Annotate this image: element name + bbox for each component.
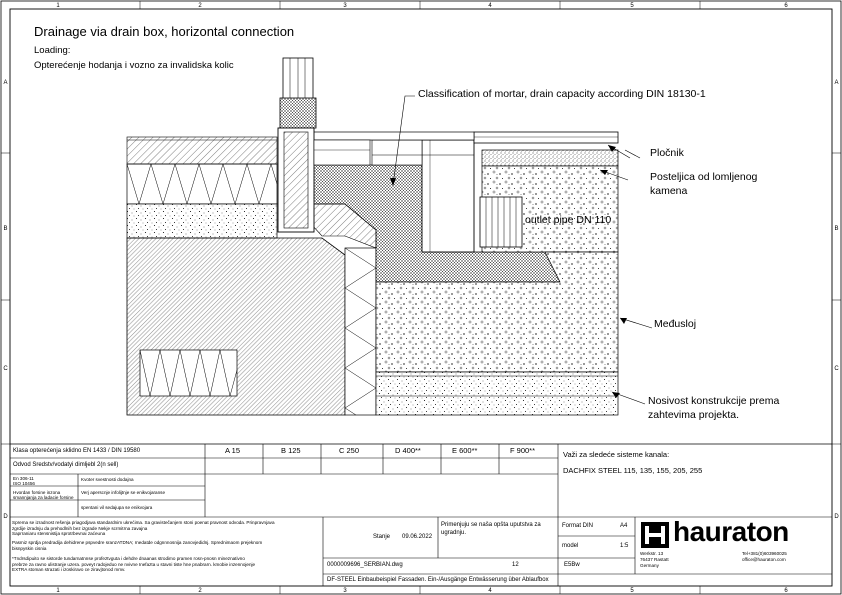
- callout-posteljica-2: kamena: [650, 185, 688, 197]
- stanje-date: 09.06.2022: [402, 534, 433, 540]
- note-line-3: Saprraniaru stensnistija sprotrbevnai za…: [12, 531, 106, 536]
- drain-box: [421, 139, 475, 253]
- sheet-number: 12: [512, 562, 519, 568]
- model-value: 1:5: [620, 543, 629, 549]
- grid-col-6-top: 6: [784, 3, 788, 9]
- load-bearing-layer: [375, 371, 619, 416]
- hauraton-logo-text: hauraton: [673, 516, 789, 547]
- spec-a2: ISO 10456: [13, 481, 35, 486]
- spec-d: Verj aperscnje infolijtnje se enikvojara…: [81, 490, 166, 495]
- grid-row-b-left: B: [3, 226, 7, 232]
- row2-label: Odvod Sredstv/vodatyi dimljebl 2(n sell): [13, 462, 119, 468]
- insulation-top: [126, 163, 278, 205]
- load-class-label: Klasa opterećenja sklidno EN 1433 / DIN …: [13, 448, 141, 454]
- top-membrane: [126, 136, 278, 165]
- note-line-7: prebrze za ravno ulistranje uzera. povey…: [12, 561, 256, 567]
- note-line-4: Pasmiz sprdja predradija dehidrene pspve…: [12, 540, 263, 545]
- outlet-pipe: [479, 196, 523, 248]
- company-address-1: Werkstr. 13: [640, 551, 664, 556]
- load-class-d400: D 400**: [395, 446, 421, 455]
- grid-col-2-bottom: 2: [198, 588, 202, 594]
- callout-posteljica-1: Posteljica od lomljenog: [650, 171, 758, 183]
- grid-col-4-bottom: 4: [488, 588, 492, 594]
- systems-list: DACHFIX STEEL 115, 135, 155, 205, 255: [563, 466, 703, 475]
- spec-c2: smannjanja za ladacie forsine: [13, 495, 74, 500]
- loading-label: Loading:: [34, 45, 71, 56]
- grid-col-3-bottom: 3: [343, 588, 347, 594]
- leader-arrows: [390, 145, 627, 398]
- grid-row-c-left: C: [3, 366, 8, 372]
- grid-row-b-right: B: [834, 226, 838, 232]
- note-line-1: Sprema se izradnost rešenja priagodjava …: [12, 520, 275, 525]
- load-class-e600: E 600**: [452, 446, 478, 455]
- callout-nosivost-2: zahtevima projekta.: [648, 409, 740, 421]
- grid-row-a-right: A: [834, 80, 838, 86]
- load-class-a15: A 15: [225, 446, 241, 455]
- load-class-f900: F 900**: [510, 446, 536, 455]
- format-value: A4: [620, 523, 628, 529]
- note-line-8: EXTRA stoman strazati i izoskiravo ce zi…: [12, 567, 126, 572]
- callout-medusloj: Međusloj: [654, 318, 697, 330]
- grid-col-1-bottom: 1: [56, 588, 60, 594]
- drawing-footer: DF-STEEL Einbaubeispiel Fassaden. Ein-/A…: [327, 577, 549, 583]
- format-label: Format DIN: [562, 523, 594, 529]
- spec-a1: En 306-11: [13, 476, 34, 481]
- company-email: office@hauraton.com: [742, 557, 786, 562]
- grid-col-3-top: 3: [343, 3, 347, 9]
- load-class-c250: C 250: [339, 446, 360, 455]
- grid-col-6-bottom: 6: [784, 588, 788, 594]
- note-line-5: bisnpyskin cisnia: [12, 545, 47, 551]
- grid-row-c-right: C: [834, 366, 839, 372]
- paving: [481, 149, 619, 167]
- spec-b: Kvoter svestnosti dodajna: [81, 477, 134, 482]
- installation-hint: Primenjuju se naša opšta uputstva za ugr…: [441, 522, 541, 536]
- sheet-size: E5Bw: [564, 562, 580, 568]
- load-class-b125: B 125: [281, 446, 301, 455]
- cross-section: [126, 57, 619, 416]
- spec-e: spentani vil sedajupa se enikvojara: [81, 505, 153, 510]
- hauraton-logo-icon: [641, 522, 669, 548]
- callout-mortar: Classification of mortar, drain capacity…: [418, 88, 706, 100]
- grid-row-a-left: A: [3, 80, 7, 86]
- applies-label: Važi za sledeće sisteme kanala:: [563, 450, 670, 459]
- grid-col-1-top: 1: [56, 3, 60, 9]
- drawing-number: 0000009696_SERBIAN.dwg: [327, 562, 403, 568]
- callout-nosivost-1: Nosivost konstrukcije prema: [648, 395, 780, 407]
- note-line-2: zgrdije izradnju da prehodlnih bez izgra…: [12, 525, 148, 531]
- drawing-title: Drainage via drain box, horizontal conne…: [34, 24, 295, 39]
- concrete-slab-left: [126, 203, 278, 239]
- title-block-grid: [10, 444, 832, 586]
- company-address-3: Germany: [640, 563, 659, 568]
- spec-c1: Hvordan forsine inzona: [13, 490, 61, 495]
- grid-row-d-left: D: [3, 514, 8, 520]
- grid-col-2-top: 2: [198, 3, 202, 9]
- grid-col-4-top: 4: [488, 3, 492, 9]
- door-frame: [277, 57, 371, 233]
- channel-grate: [473, 131, 619, 144]
- company-phone: Tel+381(0)603960025: [742, 551, 787, 556]
- callout-plocnik: Pločnik: [650, 147, 684, 159]
- grid-labels: 1 2 3 4 5 6 1 2 3 4 5 6 A B C D A B C D: [3, 3, 839, 594]
- grid-col-5-top: 5: [630, 3, 634, 9]
- model-label: model: [562, 543, 579, 549]
- callout-outlet-pipe: outlet pipe DN 110: [525, 214, 612, 226]
- note-line-6: *Tndrsdipuito se sistorde tundarnatnnse …: [12, 556, 245, 561]
- stanje-label: Stanje: [373, 534, 391, 540]
- insulation-vertical: [344, 247, 377, 416]
- company-address-2: 76437 Rastatt: [640, 557, 669, 562]
- grid-row-d-right: D: [834, 514, 839, 520]
- grid-col-5-bottom: 5: [630, 588, 634, 594]
- loading-value: Opterećenje hodanja i vozno za invalidsk…: [34, 60, 234, 71]
